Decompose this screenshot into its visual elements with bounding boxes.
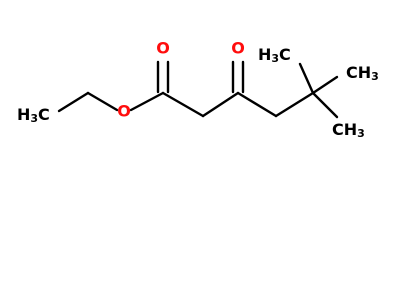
methyl-right-lower-label: CH3 [332, 120, 365, 141]
methyl-right-lower-subscript: 3 [357, 127, 365, 140]
methyl-left-main: H [17, 105, 30, 124]
bond-ch2-quaternary [274, 91, 315, 118]
methyl-left-tail: C [38, 105, 50, 124]
bond-ch2-ketone [201, 91, 240, 118]
bond-ketone-ch2 [236, 91, 278, 118]
bond-quaternary-ch3-bottom [311, 91, 339, 119]
bond-carbonyl-ch2 [161, 91, 205, 118]
ketone-oxygen-label: O [231, 39, 245, 58]
bond-quaternary-ch3-right [311, 75, 339, 95]
bond-ch2-oester [86, 91, 119, 112]
bond-quaternary-ch3-top [298, 62, 315, 95]
methyl-top-main: H [258, 45, 271, 64]
atom-label-layer: O O O H3C H3C CH3 CH3 [17, 39, 379, 141]
methyl-left-subscript: 3 [30, 112, 38, 125]
methyl-right-upper-subscript: 3 [371, 70, 379, 83]
methyl-right-upper-label: CH3 [346, 63, 379, 84]
ester-ether-oxygen-label: O [117, 102, 131, 121]
methyl-left-label: H3C [17, 105, 50, 126]
bond-oester-carbonyl-c [129, 91, 165, 112]
methyl-right-upper-main: CH [346, 63, 371, 82]
methyl-top-tail: C [279, 45, 291, 64]
bond-ch3-ch2 [57, 91, 90, 113]
bond-layer [57, 60, 339, 119]
methyl-top-label: H3C [258, 45, 291, 66]
ester-carbonyl-oxygen-label: O [156, 39, 170, 58]
methyl-top-subscript: 3 [271, 52, 279, 65]
methyl-right-lower-main: CH [332, 120, 357, 139]
